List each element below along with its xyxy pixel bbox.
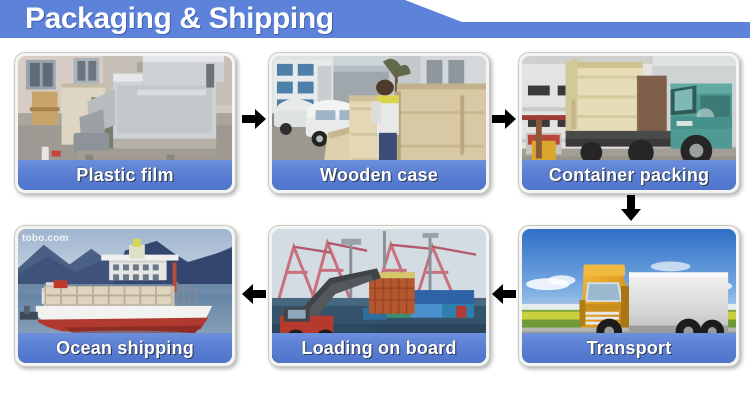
- caption-wooden-case: Wooden case: [272, 160, 486, 190]
- packaging-shipping-flow: Plastic film: [0, 40, 750, 405]
- banner-shape: [0, 0, 750, 38]
- card-inner: Container packing: [522, 56, 736, 190]
- caption-container-packing: Container packing: [522, 160, 736, 190]
- card-inner: Loading on board: [272, 229, 486, 363]
- flow-step-transport[interactable]: Transport: [518, 225, 740, 367]
- card-inner: tobo.com Ocean shipping: [18, 229, 232, 363]
- caption-ocean-shipping: Ocean shipping: [18, 333, 232, 363]
- flow-step-loading-on-board[interactable]: Loading on board: [268, 225, 490, 367]
- card-inner: Transport: [522, 229, 736, 363]
- page-title: Packaging & Shipping: [25, 2, 334, 35]
- card-inner: Wooden case: [272, 56, 486, 190]
- flow-step-container-packing[interactable]: Container packing: [518, 52, 740, 194]
- caption-plastic-film: Plastic film: [18, 160, 232, 190]
- arrow-left-icon: [242, 283, 266, 305]
- page-header-banner: Packaging & Shipping: [0, 0, 750, 40]
- card-inner: Plastic film: [18, 56, 232, 190]
- arrow-right-icon: [242, 108, 266, 130]
- arrow-left-icon: [492, 283, 516, 305]
- arrow-down-icon: [620, 195, 642, 221]
- caption-loading-on-board: Loading on board: [272, 333, 486, 363]
- caption-transport: Transport: [522, 333, 736, 363]
- flow-step-ocean-shipping[interactable]: tobo.com Ocean shipping: [14, 225, 236, 367]
- arrow-right-icon: [492, 108, 516, 130]
- flow-step-wooden-case[interactable]: Wooden case: [268, 52, 490, 194]
- flow-step-plastic-film[interactable]: Plastic film: [14, 52, 236, 194]
- image-watermark: tobo.com: [22, 233, 69, 244]
